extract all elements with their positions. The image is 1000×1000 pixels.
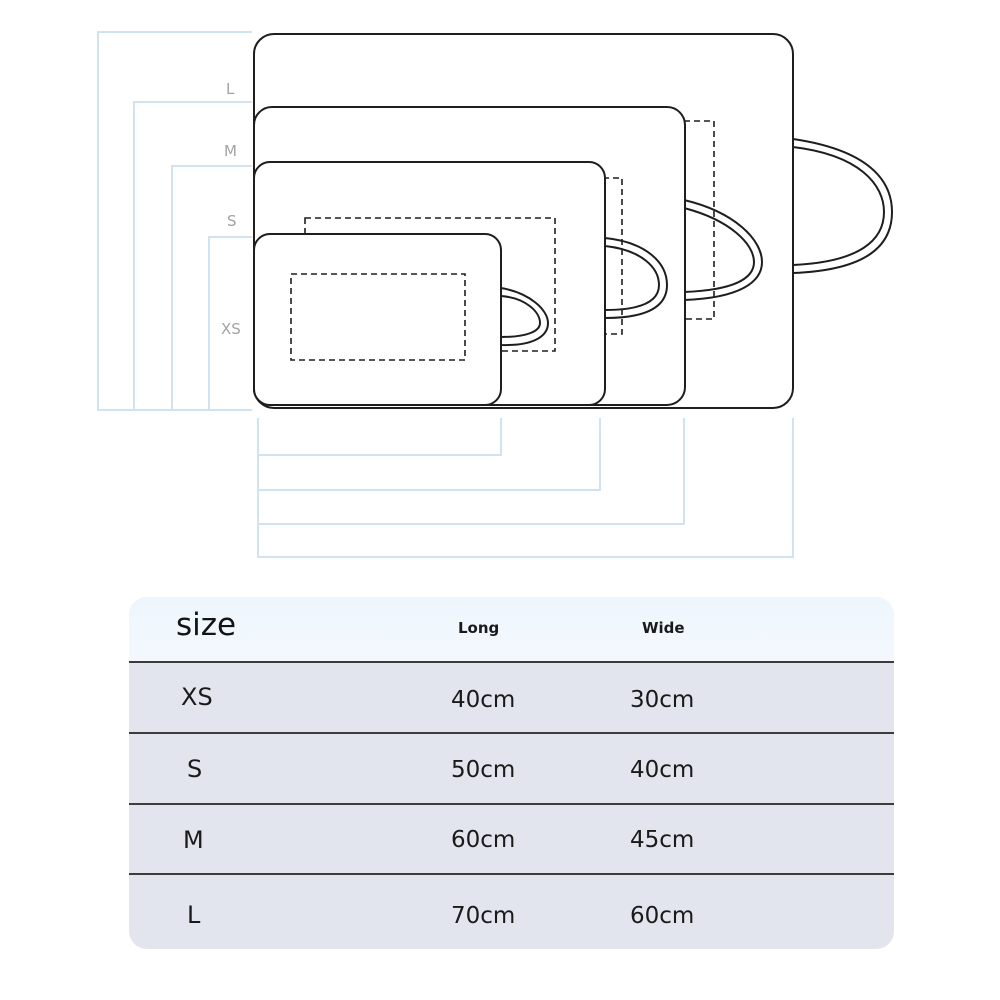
bag-l-handle <box>792 137 894 275</box>
cell-wide: 40cm <box>630 757 695 783</box>
guide-line-xs-width <box>257 418 502 456</box>
guide-line-m-width <box>257 418 685 525</box>
cell-size: M <box>183 826 204 854</box>
table-row-s: S 50cm 40cm <box>129 734 894 805</box>
cell-size: S <box>187 755 203 783</box>
bag-s-inner-dashed <box>304 217 556 352</box>
guide-line-s-height <box>171 165 252 410</box>
size-label-m: M <box>224 142 237 160</box>
guide-line-xs-height <box>208 236 252 410</box>
table-header-row: size Long Wide <box>129 597 894 663</box>
table-row-xs: XS 40cm 30cm <box>129 663 894 734</box>
cell-long: 40cm <box>451 687 516 713</box>
guide-line-l-width <box>257 418 794 558</box>
size-label-xs: XS <box>221 320 241 338</box>
guide-line-l-height <box>97 31 252 411</box>
height-guide-lines <box>97 31 252 411</box>
cell-wide: 60cm <box>630 903 695 929</box>
table-row-m: M 60cm 45cm <box>129 805 894 875</box>
table-row-l: L 70cm 60cm <box>129 875 894 949</box>
size-table: size Long Wide XS 40cm 30cm S 50cm 40cm … <box>129 597 894 949</box>
cell-long: 60cm <box>451 827 516 853</box>
size-comparison-diagram: L M S XS <box>97 31 894 558</box>
guide-line-s-width <box>257 418 601 491</box>
size-label-s: S <box>227 212 237 230</box>
header-long: Long <box>458 619 500 637</box>
cell-size: L <box>187 901 201 929</box>
cell-wide: 45cm <box>630 827 695 853</box>
cell-long: 50cm <box>451 757 516 783</box>
bag-xs-body <box>253 233 502 406</box>
header-wide: Wide <box>642 619 685 637</box>
width-guide-lines <box>257 418 794 558</box>
cell-long: 70cm <box>451 903 516 929</box>
bag-m-pocket-dashed <box>683 120 715 320</box>
guide-line-m-height <box>133 101 252 410</box>
size-label-l: L <box>226 80 235 98</box>
size-labels: L M S XS <box>221 80 241 338</box>
cell-wide: 30cm <box>630 687 695 713</box>
cell-size: XS <box>181 683 213 711</box>
bag-xs <box>253 233 550 406</box>
header-size: size <box>176 607 237 643</box>
